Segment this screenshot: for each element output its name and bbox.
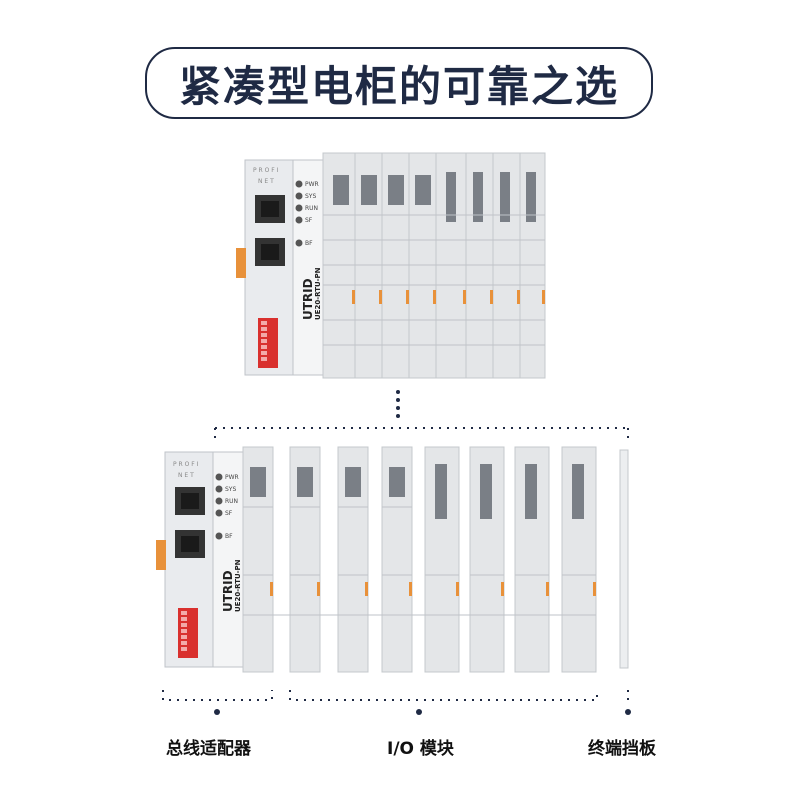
svg-text:BF: BF	[225, 533, 233, 540]
svg-text:SYS: SYS	[305, 193, 316, 200]
svg-text:N E T: N E T	[258, 178, 274, 185]
svg-text:RUN: RUN	[305, 205, 318, 212]
svg-text:UE20-RTU-PN: UE20-RTU-PN	[234, 559, 242, 612]
svg-text:PWR: PWR	[225, 474, 239, 481]
svg-text:RUN: RUN	[225, 498, 238, 505]
group-brackets	[162, 690, 629, 701]
assembled-unit: P R O F I N E T PWR SYS RUN SF BF UTRID UE…	[236, 152, 546, 379]
page-title: 紧凑型电柜的可靠之选	[178, 61, 619, 111]
svg-text:UTRID: UTRID	[221, 570, 235, 612]
svg-text:UTRID: UTRID	[301, 278, 315, 320]
title-banner: 紧凑型电柜的可靠之选	[145, 47, 653, 119]
svg-text:SYS: SYS	[225, 486, 236, 493]
svg-text:PWR: PWR	[305, 181, 319, 188]
label-end-plate: 终端挡板	[588, 739, 656, 759]
exploded-unit: P R O F I N E T PWR SYS RUN SF BF UTRID UE…	[156, 446, 629, 673]
svg-text:SF: SF	[305, 217, 313, 224]
profinet-text-top: P R O F I	[253, 167, 279, 174]
label-bus-adapter: 总线适配器	[166, 739, 251, 759]
svg-text:SF: SF	[225, 510, 233, 517]
label-io-modules: I/O 模块	[387, 739, 454, 759]
svg-text:N E T: N E T	[178, 472, 194, 479]
svg-text:UE20-RTU-PN: UE20-RTU-PN	[314, 267, 322, 320]
dotted-connector	[214, 390, 629, 442]
end-plate	[619, 449, 629, 669]
svg-text:BF: BF	[305, 240, 313, 247]
svg-text:P R O F I: P R O F I	[173, 461, 199, 468]
